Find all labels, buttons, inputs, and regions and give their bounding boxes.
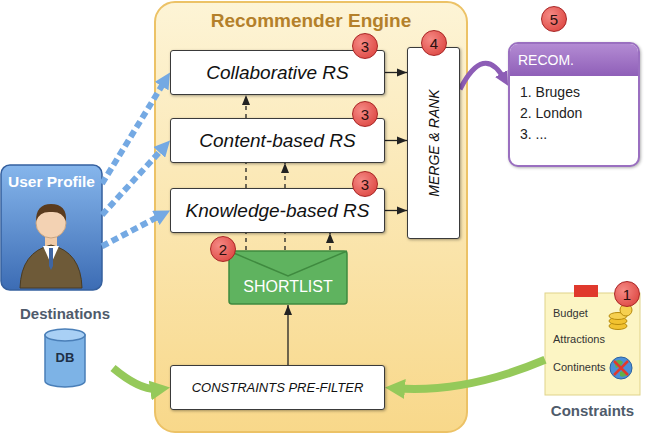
node-text: Budget xyxy=(553,307,588,319)
recommender-box: Knowledge-based RS xyxy=(170,188,385,233)
callout-number: 1 xyxy=(614,281,640,307)
callout-number: 3 xyxy=(352,101,378,127)
recom-list: 1. Bruges2. London3. ... xyxy=(510,76,638,151)
node-text: RECOM. xyxy=(518,52,574,68)
callout-text: 3 xyxy=(361,176,369,193)
connector-line xyxy=(385,72,407,73)
node-text: 1. Bruges xyxy=(520,82,628,103)
connector-line xyxy=(245,95,246,118)
person-icon xyxy=(20,204,82,288)
callout-text: 1 xyxy=(623,286,631,303)
recommendation-list: RECOM. 1. Bruges2. London3. ... xyxy=(508,42,640,167)
recommender-box: Collaborative RS xyxy=(170,50,385,95)
recom-header: RECOM. xyxy=(510,44,638,76)
globe-icon xyxy=(610,357,632,379)
engine-panel xyxy=(155,2,467,432)
connector-line xyxy=(284,233,285,250)
callout-number: 2 xyxy=(210,236,236,262)
node-text: MERGE & RANK xyxy=(426,89,442,196)
node-text: DB xyxy=(17,350,113,365)
node-text: Recommender Engine xyxy=(155,10,467,32)
node-text: 2. London xyxy=(520,103,628,124)
connector-arrow xyxy=(460,63,505,89)
shortlist-envelope: SHORTLIST xyxy=(228,250,348,305)
connector-arrow xyxy=(385,72,407,73)
callout-number: 5 xyxy=(541,6,567,32)
recommender-box: Content-based RS xyxy=(170,118,385,163)
node-text: 3. ... xyxy=(520,124,628,145)
node-text: Continents xyxy=(553,361,606,373)
prefilter-box: CONSTRAINTS PRE-FILTER xyxy=(170,365,385,410)
node-text: User Profile xyxy=(1,173,102,191)
merge-box: MERGE & RANK xyxy=(407,47,460,239)
connector-arrow xyxy=(102,79,166,183)
node-text: Collaborative RS xyxy=(206,62,349,84)
node-text: CONSTRAINTS PRE-FILTER xyxy=(192,380,364,395)
connector-line xyxy=(385,210,407,211)
connector-line xyxy=(460,63,505,89)
connector-arrow xyxy=(385,210,407,211)
connector-line xyxy=(287,305,288,365)
callout-number: 3 xyxy=(352,33,378,59)
database-cylinder: DestinationsDB xyxy=(17,305,113,395)
connector-arrow xyxy=(395,360,545,389)
node-text: Constraints xyxy=(539,402,645,419)
constraints-note xyxy=(545,285,640,395)
connector-arrow xyxy=(113,368,160,389)
connector-line xyxy=(102,146,165,215)
callout-text: 5 xyxy=(550,11,558,28)
node-text: Content-based RS xyxy=(199,130,355,152)
user-profile-box: User Profile xyxy=(1,165,102,290)
connector-line xyxy=(245,233,246,250)
connector-arrow xyxy=(102,214,163,246)
connector-arrow xyxy=(385,140,407,141)
callout-text: 2 xyxy=(219,241,227,258)
user-profile-panel xyxy=(1,165,102,290)
connector-line xyxy=(113,368,160,389)
coins-icon xyxy=(609,304,632,330)
node-text: Attractions xyxy=(553,333,605,345)
envelope-shape xyxy=(228,250,348,305)
callout-text: 3 xyxy=(361,38,369,55)
connector-line xyxy=(329,233,330,250)
callout-text: 4 xyxy=(430,35,438,52)
connector-line xyxy=(102,214,163,246)
callout-number: 3 xyxy=(352,171,378,197)
engine-region: Recommender EngineCollaborative RS Conten… xyxy=(155,2,467,432)
connector-line xyxy=(102,79,166,183)
connector-arrow xyxy=(288,305,289,365)
connector-line xyxy=(385,140,407,141)
connector-line xyxy=(395,360,545,389)
connector-line xyxy=(284,163,285,188)
node-text: SHORTLIST xyxy=(228,278,348,296)
connector-arrow xyxy=(330,233,331,250)
node-text: Destinations xyxy=(17,305,113,322)
node-text: Knowledge-based RS xyxy=(186,200,370,222)
callout-number: 4 xyxy=(421,30,447,56)
connector-arrow xyxy=(102,146,165,215)
connector-line xyxy=(245,163,246,188)
callout-text: 3 xyxy=(361,106,369,123)
